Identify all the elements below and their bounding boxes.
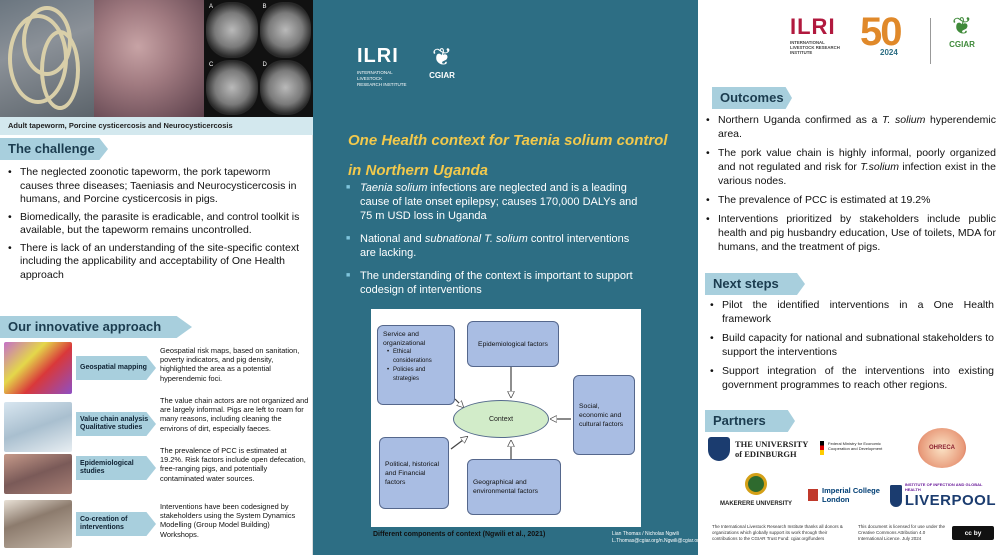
workshop-photo — [4, 500, 72, 548]
approach-text: The prevalence of PCC is estimated at 19… — [160, 446, 306, 483]
crest-icon — [808, 489, 818, 501]
photo-strip: A B C D — [0, 0, 313, 117]
poster-title: One Health context for Taenia solium con… — [348, 126, 678, 186]
fifty-text: 50 — [860, 10, 902, 54]
list-item: Northern Uganda confirmed as a T. solium… — [706, 113, 996, 141]
crest-icon — [890, 484, 902, 507]
approach-label: Epidemiological studies — [76, 456, 156, 480]
fifty-years-logo: 50 2024 — [852, 10, 902, 57]
partners-heading: Partners — [705, 410, 795, 432]
ilri-logo: ILRI INTERNATIONAL LIVESTOCK RESEARCH IN… — [357, 45, 407, 88]
list-item: National and subnational T. solium contr… — [346, 232, 646, 260]
cgiar-logo: ❦ CGIAR — [420, 44, 464, 81]
wheat-icon: ❦ — [951, 13, 973, 40]
approach-heading: Our innovative approach — [0, 316, 192, 338]
approach-label: Geospatial mapping — [76, 356, 156, 380]
list-item: Taenia solium infections are neglected a… — [346, 181, 646, 223]
list-item: There is lack of an understanding of the… — [8, 242, 306, 283]
ilri-logo-text: ILRI — [790, 14, 836, 39]
list-item: The pork value chain is highly informal,… — [706, 146, 996, 188]
risk-map-image — [4, 342, 72, 394]
challenge-heading: The challenge — [0, 138, 108, 160]
list-item: Policies and strategies — [387, 366, 449, 384]
top-logos: ILRI INTERNATIONAL LIVESTOCK RESEARCH IN… — [790, 10, 990, 70]
crest-icon — [708, 437, 730, 461]
service-organizational-box: Service and organizational Ethical consi… — [377, 325, 455, 405]
cgiar-logo-text: CGIAR — [949, 40, 975, 49]
cgiar-logo: ❦ CGIAR — [942, 13, 982, 50]
edinburgh-logo: THE UNIVERSITY of EDINBURGH — [708, 437, 818, 461]
ilri-logo-subtext: INTERNATIONAL LIVESTOCK RESEARCH INSTITU… — [357, 70, 407, 87]
cgiar-logo-text: CGIAR — [429, 71, 455, 80]
approach-text: The value chain actors are not organized… — [160, 396, 309, 433]
list-item: Support integration of the interventions… — [710, 364, 994, 392]
diagram-caption: Different components of context (Ngwili … — [373, 531, 546, 538]
list-item: Interventions prioritized by stakeholder… — [706, 212, 996, 254]
cc-license-badge: cc by — [952, 526, 994, 540]
divider — [930, 18, 931, 64]
porcine-cysticercosis-photo — [94, 0, 204, 117]
geographical-box: Geographical and environmental factors — [467, 459, 561, 515]
political-box: Political, historical and Financial fact… — [379, 437, 449, 509]
title-part: One Health context for — [348, 132, 514, 149]
imperial-logo: Imperial College London — [808, 486, 888, 504]
wheat-icon: ❦ — [431, 44, 453, 71]
context-diagram: Service and organizational Ethical consi… — [371, 309, 641, 527]
list-item: Build capacity for national and subnatio… — [710, 331, 994, 359]
mri-scan: A — [206, 2, 258, 58]
makerere-logo: MAKERERE UNIVERSITY — [712, 473, 800, 507]
context-ellipse: Context — [453, 400, 549, 438]
context-bullets: Taenia solium infections are neglected a… — [346, 181, 646, 306]
challenge-list: The neglected zoonotic tapeworm, the por… — [8, 166, 306, 286]
title-part: Taenia solium — [513, 132, 613, 149]
social-economic-box: Social, economic and cultural factors — [573, 375, 635, 455]
ilri-logo-text: ILRI — [357, 45, 399, 67]
bmz-logo: Federal Ministry for Economic Cooperatio… — [820, 441, 905, 455]
footer-donors: The International Livestock Research Ins… — [712, 524, 843, 541]
ohreca-logo: OHRECA — [918, 428, 966, 468]
footer-license: This document is licensed for use under … — [858, 524, 946, 541]
ilri-logo-subtext: INTERNATIONAL LIVESTOCK RESEARCH INSTITU… — [790, 40, 840, 55]
year-text: 2024 — [880, 48, 898, 57]
author-credit: Lian Thomas / Nicholas Ngwili L.Thomas@c… — [612, 531, 702, 544]
approach-text: Interventions have been codesigned by st… — [160, 502, 296, 539]
pig-photo — [4, 454, 72, 494]
approach-text: Geospatial risk maps, based on sanitatio… — [160, 346, 300, 383]
liverpool-logo: INSTITUTE OF INFECTION AND GLOBAL HEALTH… — [890, 482, 996, 509]
epidemiological-box: Epidemiological factors — [467, 321, 559, 367]
next-steps-heading: Next steps — [705, 273, 805, 295]
list-item: The understanding of the context is impo… — [346, 269, 646, 297]
list-item: Pilot the identified interventions in a … — [710, 298, 994, 326]
next-steps-list: Pilot the identified interventions in a … — [710, 298, 994, 397]
mri-scan: C — [206, 59, 258, 115]
workshop-notes-image — [4, 402, 72, 452]
mri-scan: B — [259, 2, 311, 58]
flag-icon — [820, 441, 824, 455]
ilri-logo: ILRI INTERNATIONAL LIVESTOCK RESEARCH IN… — [790, 14, 840, 55]
list-item: Biomedically, the parasite is eradicable… — [8, 211, 306, 238]
mri-scans-photo: A B C D — [204, 0, 313, 117]
tapeworm-photo — [0, 0, 94, 117]
list-item: The prevalence of PCC is estimated at 19… — [706, 193, 996, 207]
outcomes-heading: Outcomes — [712, 87, 792, 109]
outcomes-list: Northern Uganda confirmed as a T. solium… — [706, 113, 996, 259]
mri-scan: D — [259, 59, 311, 115]
crest-icon — [745, 473, 767, 495]
photo-caption: Adult tapeworm, Porcine cysticercosis an… — [0, 117, 313, 135]
diagram-arrows — [450, 367, 571, 459]
list-item: Ethical considerations — [387, 348, 449, 366]
title-part: control in Northern Uganda — [348, 132, 668, 179]
list-item: The neglected zoonotic tapeworm, the por… — [8, 166, 306, 207]
